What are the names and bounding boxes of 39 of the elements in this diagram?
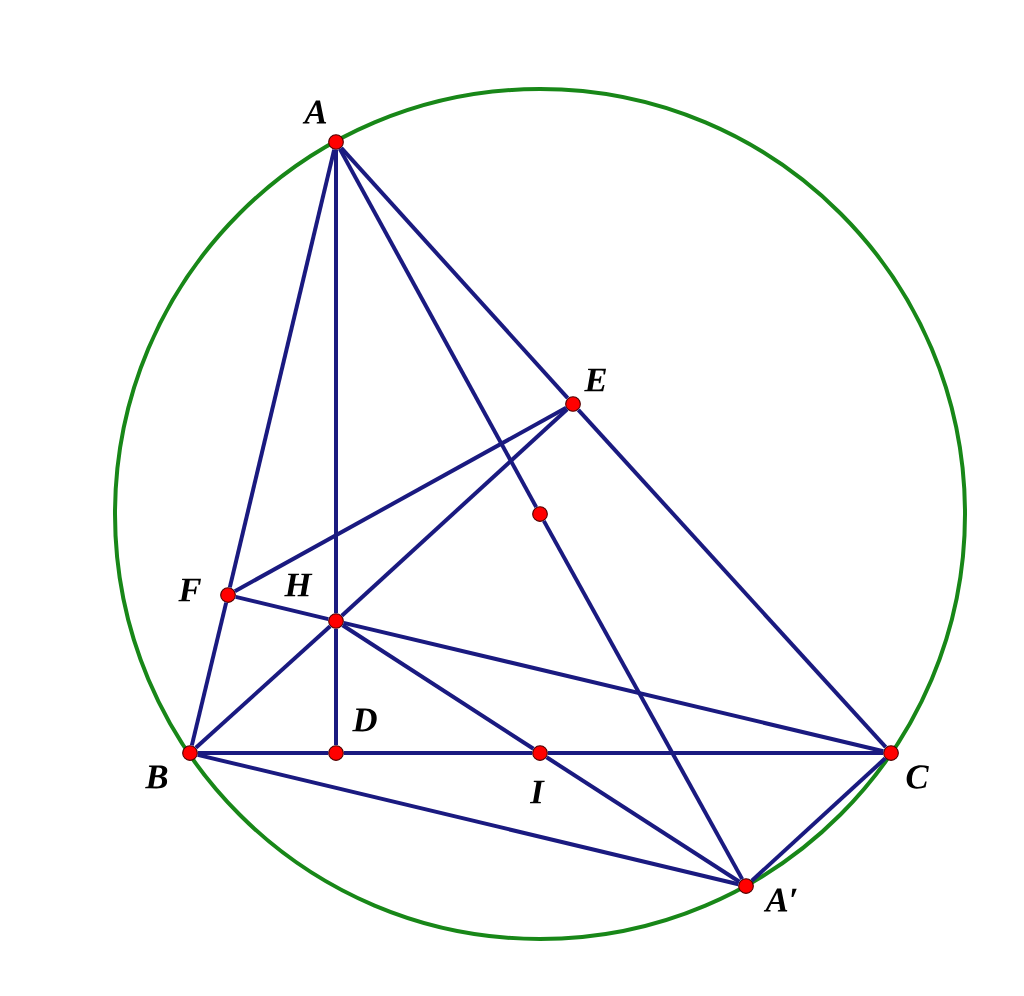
line-segment: [197, 752, 739, 887]
point-label: F: [178, 578, 201, 602]
point-label: I: [529, 780, 545, 804]
line-segment: [343, 751, 533, 755]
line-segment: [338, 147, 538, 509]
point-label: A′: [763, 888, 797, 912]
line-segment: [576, 408, 888, 749]
point: [328, 745, 344, 761]
line-segment: [339, 146, 570, 400]
line-segment: [547, 751, 884, 755]
line-segment: [334, 149, 338, 614]
line-segment: [233, 406, 568, 593]
line-segment: [189, 602, 229, 746]
line-segment: [542, 519, 744, 881]
line-segment: [197, 751, 329, 755]
point: [532, 506, 548, 522]
point: [182, 745, 198, 761]
point-label: H: [284, 573, 313, 597]
line-segment: [750, 756, 887, 883]
line-segment: [227, 149, 337, 588]
point: [565, 396, 581, 412]
line-segment: [340, 407, 569, 618]
point: [532, 745, 548, 761]
point-label: A: [302, 100, 327, 124]
point-label: C: [906, 765, 929, 789]
line-segment: [235, 594, 329, 622]
line-segment: [194, 624, 332, 750]
point-label: B: [145, 765, 168, 789]
point-label: D: [352, 708, 377, 732]
point: [328, 613, 344, 629]
point: [738, 878, 754, 894]
point: [328, 134, 344, 150]
line-segment: [334, 628, 338, 746]
line-segment: [343, 620, 884, 754]
point-label: E: [584, 368, 606, 392]
line-segment: [545, 755, 741, 884]
point: [883, 745, 899, 761]
point: [220, 587, 236, 603]
line-segment: [341, 623, 535, 751]
